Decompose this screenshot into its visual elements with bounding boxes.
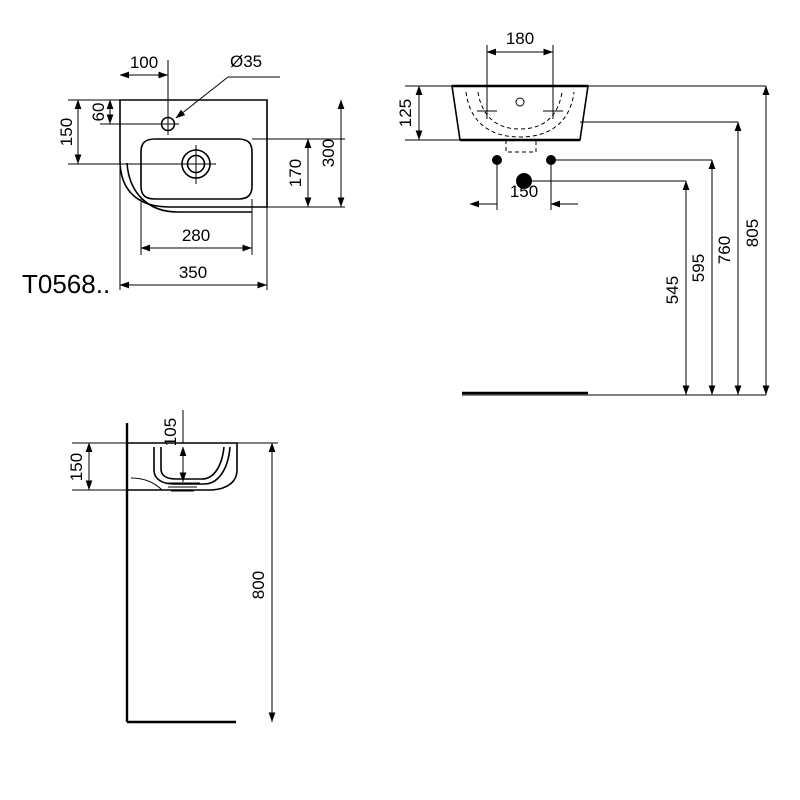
dim-label-150-top: 150: [57, 118, 76, 146]
dim-595-front: 595: [689, 159, 716, 395]
dim-300-top: 300: [319, 99, 345, 207]
waste-detail-side: [130, 477, 200, 492]
dim-label-100-top: 100: [130, 53, 158, 72]
top-view-group: 150 60 100 Ø35 170: [22, 52, 345, 299]
overflow-hole-front: [515, 97, 525, 107]
bowl-outline-top: [140, 138, 253, 200]
bowl-inner-side: [153, 446, 231, 485]
dim-760-front: 760: [715, 121, 742, 395]
dim-125-front: 125: [396, 85, 423, 140]
dim-350-top: 350: [119, 263, 267, 289]
dim-180-front: 180: [486, 29, 553, 56]
waste-outlet-front: [505, 140, 537, 153]
dim-545-front: 545: [663, 180, 690, 395]
model-label: T0568..: [22, 269, 110, 299]
dim-label-diameter-35: Ø35: [230, 52, 262, 71]
dim-label-545-front: 545: [663, 276, 682, 304]
dim-label-350-top: 350: [179, 263, 207, 282]
dim-label-805-front: 805: [743, 219, 762, 247]
dim-805-front: 805: [743, 85, 770, 395]
dim-label-150-side: 150: [67, 453, 86, 481]
dim-label-105-side: 105: [161, 418, 180, 446]
side-view-group: 150 105 800: [67, 410, 278, 724]
dim-label-125-front: 125: [396, 99, 415, 127]
dim-170-top: 170: [286, 138, 312, 207]
bowl-inner-contour-top: [126, 162, 252, 213]
dim-label-280-top: 280: [182, 226, 210, 245]
dim-800-side: 800: [249, 442, 276, 722]
dim-100-top: 100: [119, 53, 169, 118]
dim-label-800-side: 800: [249, 571, 268, 599]
dim-label-150-front: 150: [510, 182, 538, 201]
callout-diameter-35: Ø35: [175, 52, 280, 119]
dim-label-60-top: 60: [89, 103, 108, 122]
dim-label-595-front: 595: [689, 254, 708, 282]
dim-280-top: 280: [140, 226, 252, 252]
dim-150-top: 150: [57, 99, 82, 164]
dim-label-300-top: 300: [319, 139, 338, 167]
dim-60-top: 60: [89, 99, 114, 124]
front-view-group: 180 125 150: [396, 29, 770, 396]
dim-150-front: 150: [469, 182, 578, 208]
bowl-hidden-profile-front: [465, 91, 575, 138]
dim-label-180-front: 180: [506, 29, 534, 48]
dim-150-side: 150: [67, 442, 93, 490]
dim-105-side: 105: [161, 418, 187, 482]
dim-label-760-front: 760: [715, 236, 734, 264]
bracket-holes-front: [477, 103, 563, 119]
bowl-inner2-side: [160, 446, 225, 480]
dim-label-170-top: 170: [286, 159, 305, 187]
basin-outline-side: [127, 442, 238, 491]
